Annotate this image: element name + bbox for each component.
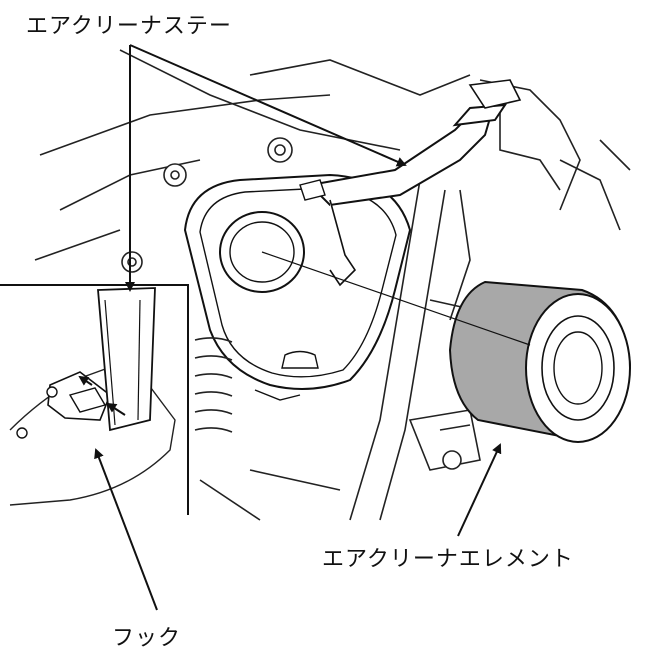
hook-detail-inset — [0, 285, 188, 515]
air-cleaner-stay-label: エアクリーナステー — [26, 8, 232, 40]
hook-label: フック — [112, 620, 181, 652]
hook-leader-line — [96, 450, 157, 610]
stay-leader-line-to-bracket — [130, 45, 405, 165]
air-cleaner-stay — [300, 80, 520, 285]
air-cleaner-element-label: エアクリーナエレメント — [322, 541, 574, 573]
air-cleaner-housing — [185, 175, 410, 400]
air-cleaner-element — [450, 282, 630, 442]
